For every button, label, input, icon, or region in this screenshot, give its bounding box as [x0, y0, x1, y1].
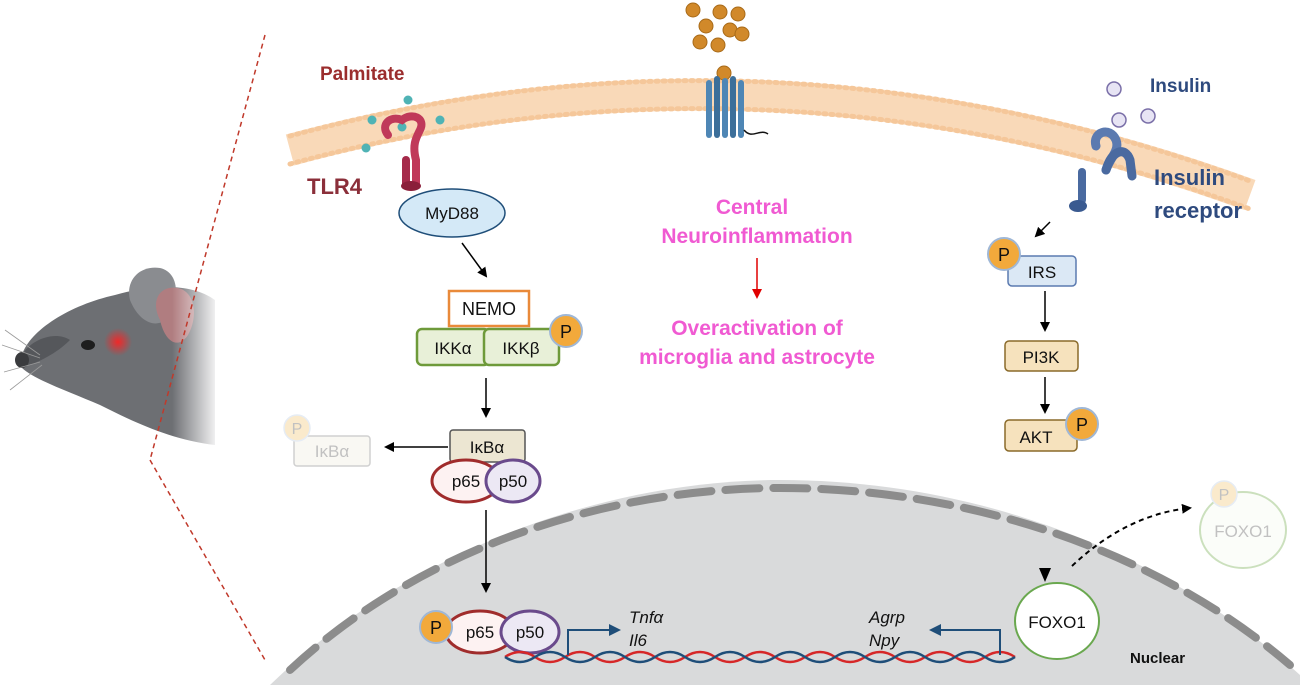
palmitate-molecules — [361, 95, 445, 153]
palmitate-label: Palmitate — [320, 64, 404, 85]
arrow-akt-to-foxo1-head — [1039, 568, 1051, 582]
akt-label: AKT — [1019, 428, 1052, 447]
nuclear-p50-label: p50 — [516, 623, 544, 642]
dashed-divider-lower — [149, 459, 266, 661]
nuclear-label: Nuclear — [1130, 650, 1185, 667]
irs-phospho-label: P — [998, 245, 1010, 265]
il6-gene-label: Il6 — [629, 631, 648, 650]
ikkb-phospho-badge — [549, 314, 583, 348]
tlr4-label: TLR4 — [307, 174, 363, 199]
foxo1-label: FOXO1 — [1028, 613, 1086, 632]
insulin-molecules — [1106, 81, 1156, 128]
foxo1-node — [1014, 582, 1100, 660]
nemo-node — [447, 289, 531, 328]
dna-strand — [504, 650, 1016, 664]
nemo-label: NEMO — [462, 299, 516, 319]
ikba-faded-label: IκBα — [315, 442, 350, 461]
myd88-label: MyD88 — [425, 204, 479, 223]
central-label: Central — [716, 196, 788, 219]
agrp-gene-label: Agrp — [868, 608, 905, 627]
ligand-molecules — [685, 2, 750, 81]
irs-label: IRS — [1028, 263, 1056, 282]
ikkb-phospho-label: P — [560, 322, 572, 342]
p65-label: p65 — [452, 472, 480, 491]
phospho-foxo1-faded: FOXO1 P — [1199, 480, 1287, 569]
phospho-ikba-faded: IκBα P — [283, 414, 371, 467]
ikba-label: IκBα — [470, 438, 505, 457]
foxo1-faded-label: FOXO1 — [1214, 522, 1272, 541]
ikba-faded-p: P — [292, 421, 303, 438]
dashed-divider-upper — [149, 34, 266, 461]
tnfa-gene-label: Tnfα — [629, 608, 665, 627]
tlr4-receptor-icon — [381, 112, 426, 191]
pi3k-label: PI3K — [1023, 348, 1061, 367]
irs-node — [1007, 255, 1077, 287]
ikka-label: IKKα — [434, 339, 471, 358]
insulin-label: Insulin — [1150, 76, 1211, 97]
nuclear-p65-phospho-badge — [419, 610, 453, 644]
mouse-head-illustration — [1, 267, 220, 460]
akt-phospho-badge — [1065, 407, 1099, 441]
p50-node — [484, 458, 542, 504]
overactivation-line1: Overactivation of — [671, 317, 844, 340]
npy-gene-label: Npy — [869, 631, 901, 650]
p50-label: p50 — [499, 472, 527, 491]
neuroinflammation-label: Neuroinflammation — [661, 225, 852, 248]
insulin-receptor-icon — [1069, 127, 1137, 212]
arrow-myd88-to-ikk — [461, 242, 488, 278]
ikkb-node — [482, 327, 561, 367]
pi3k-node — [1004, 340, 1079, 372]
arrow-receptor-to-irs — [1034, 221, 1051, 238]
akt-phospho-label: P — [1076, 415, 1088, 435]
red-highlight-spot — [104, 328, 132, 356]
nuclear-p65-label: p65 — [466, 623, 494, 642]
promoter-arrow-inflammatory — [567, 624, 621, 655]
insulin-receptor-label-line1: Insulin — [1154, 165, 1225, 190]
promoter-arrow-orexigenic — [929, 624, 1001, 655]
foxo1-faded-p: P — [1219, 487, 1230, 504]
nuclear-p65-phospho-label: P — [430, 618, 442, 638]
nuclear-envelope — [286, 483, 1294, 674]
ikba-node — [449, 429, 526, 463]
gpcr-receptor-icon — [706, 76, 769, 138]
arrow-foxo1-export — [1071, 503, 1192, 567]
insulin-receptor-label-line2: receptor — [1154, 198, 1242, 223]
myd88-node — [398, 188, 506, 238]
overactivation-line2: microglia and astrocyte — [639, 346, 875, 369]
ikkb-label: IKKβ — [502, 339, 539, 358]
irs-phospho-badge — [987, 237, 1021, 271]
